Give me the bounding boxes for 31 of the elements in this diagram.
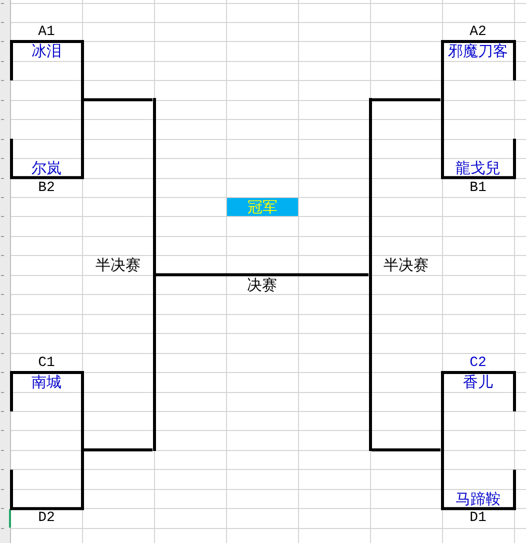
seed-label: C1 — [38, 354, 55, 373]
connector-line — [156, 273, 368, 276]
player-name: 龍戈兒 — [456, 159, 500, 178]
highlighted-cell — [226, 198, 298, 216]
bracket-box — [440, 370, 516, 510]
seed-label: B1 — [470, 178, 486, 198]
connector-line — [372, 98, 440, 102]
player-name: 邪魔刀客 — [448, 42, 508, 62]
player-name: 香儿 — [463, 373, 493, 392]
connector-line — [84, 98, 152, 102]
player-name: 南城 — [32, 373, 62, 392]
edge-label: 决赛 — [245, 276, 279, 294]
seed-label: B2 — [38, 178, 55, 198]
round-label: 半决赛 — [384, 256, 428, 276]
bracket-box — [440, 40, 516, 180]
player-name: 冰泪 — [32, 42, 62, 62]
bracket-box — [10, 370, 84, 510]
player-name: 马蹄鞍 — [456, 490, 500, 509]
seed-label: A2 — [470, 22, 486, 42]
bracket-line — [152, 98, 156, 452]
bracket-line — [368, 98, 372, 452]
connector-line — [84, 448, 152, 452]
bracket-box — [10, 40, 84, 180]
connector-line — [372, 448, 440, 452]
seed-label: C2 — [470, 354, 486, 373]
seed-label: D1 — [470, 509, 486, 528]
champion-label: 冠军 — [247, 198, 278, 216]
player-name: 尔岚 — [32, 159, 62, 178]
seed-label: A1 — [38, 22, 55, 42]
seed-label: D2 — [38, 509, 55, 528]
round-label: 半决赛 — [96, 256, 140, 276]
